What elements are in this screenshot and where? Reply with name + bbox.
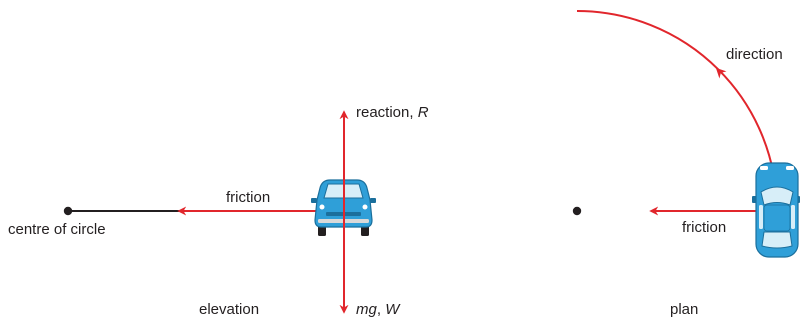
plan-view	[572, 10, 800, 258]
elevation-view	[63, 110, 376, 314]
friction-label-plan: friction	[682, 219, 727, 236]
reaction-symbol: R	[417, 104, 429, 121]
car-top-view	[752, 162, 800, 258]
friction-label-elevation: friction	[226, 189, 271, 206]
direction-arrowhead	[715, 67, 727, 79]
plan-centre-point	[572, 206, 582, 216]
centre-of-circle-label: centre of circle	[8, 221, 106, 238]
direction-label: direction	[726, 46, 783, 63]
weight-label: mg, W	[356, 301, 400, 318]
centre-point	[63, 206, 73, 216]
weight-symbol-mg: mg	[356, 301, 377, 318]
circular-path-arc	[576, 10, 778, 212]
plan-caption: plan	[670, 301, 699, 318]
reaction-label: reaction, R	[356, 104, 429, 121]
elevation-caption: elevation	[199, 301, 260, 318]
weight-symbol-w: W	[385, 301, 400, 318]
